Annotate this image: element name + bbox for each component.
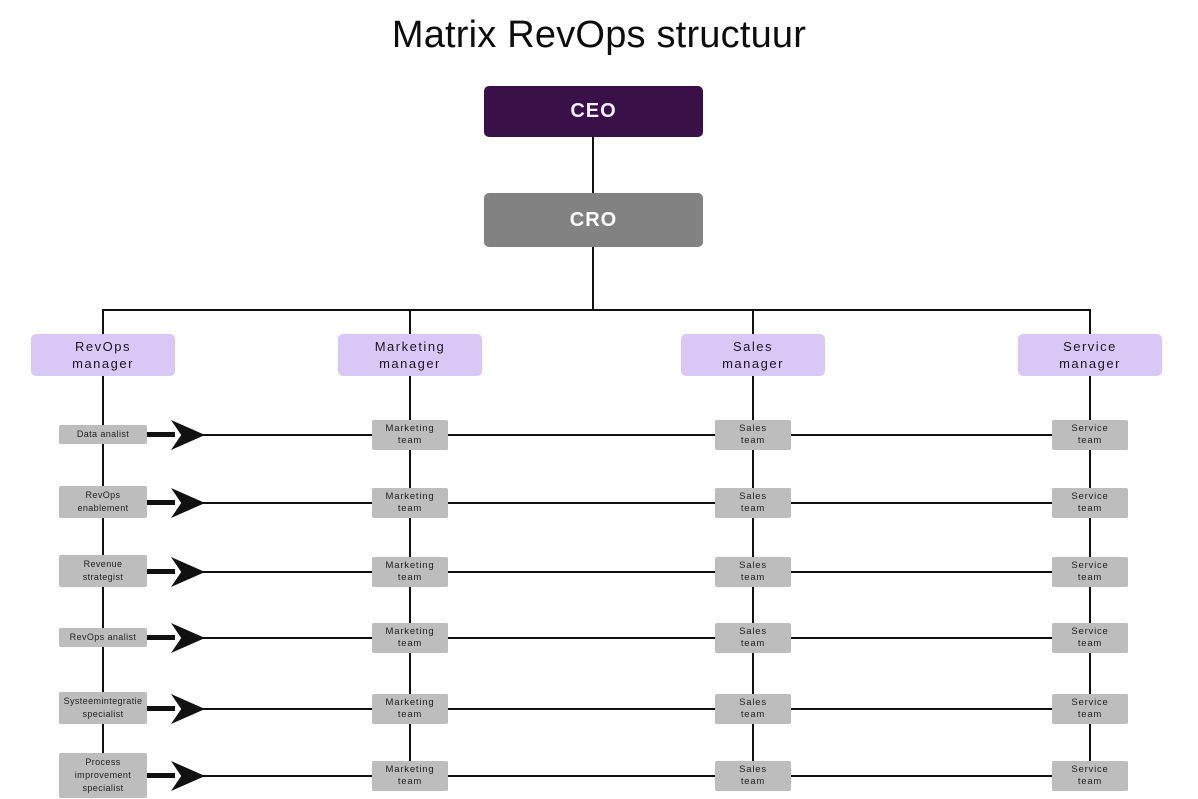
arrow-head-icon xyxy=(171,488,205,518)
team-box: Sales team xyxy=(715,623,791,653)
team-box: Service team xyxy=(1052,420,1128,450)
team-box: Marketing team xyxy=(372,557,448,587)
stub-sales-manager xyxy=(752,309,754,334)
manager-box-sales: Sales manager xyxy=(681,334,825,376)
connector-ceo-cro xyxy=(592,137,594,193)
ceo-box: CEO xyxy=(484,86,703,137)
arrow-head-icon xyxy=(171,694,205,724)
role-box: RevOps analist xyxy=(59,627,147,647)
role-box: Process improvement specialist xyxy=(59,752,147,798)
team-box: Sales team xyxy=(715,761,791,791)
team-box: Sales team xyxy=(715,694,791,724)
arrow-head-icon xyxy=(171,557,205,587)
team-box: Service team xyxy=(1052,694,1128,724)
team-box: Service team xyxy=(1052,761,1128,791)
page-title: Matrix RevOps structuur xyxy=(391,14,807,56)
role-box: Revenue strategist xyxy=(59,555,147,587)
manager-box-service: Service manager xyxy=(1018,334,1162,376)
role-box: Systeemintegratie specialist xyxy=(59,692,147,724)
manager-box-marketing: Marketing manager xyxy=(338,334,482,376)
arrow-head-icon xyxy=(171,623,205,653)
row-line xyxy=(200,571,1052,573)
team-box: Service team xyxy=(1052,488,1128,518)
team-box: Marketing team xyxy=(372,488,448,518)
row-line xyxy=(200,775,1052,777)
row-line xyxy=(200,502,1052,504)
team-box: Marketing team xyxy=(372,761,448,791)
arrow-shaft xyxy=(145,706,175,711)
stub-revops-manager xyxy=(102,309,104,334)
team-box: Service team xyxy=(1052,557,1128,587)
team-box: Marketing team xyxy=(372,623,448,653)
team-box: Sales team xyxy=(715,420,791,450)
row-line xyxy=(200,708,1052,710)
row-line xyxy=(200,434,1052,436)
stub-marketing-manager xyxy=(409,309,411,334)
role-box: Data analist xyxy=(59,424,147,444)
arrow-head-icon xyxy=(171,420,205,450)
arrow-shaft xyxy=(145,500,175,505)
branch-line xyxy=(102,309,1091,311)
team-box: Service team xyxy=(1052,623,1128,653)
arrow-shaft xyxy=(145,432,175,437)
stub-service-manager xyxy=(1089,309,1091,334)
arrow-head-icon xyxy=(171,761,205,791)
manager-box-revops: RevOps manager xyxy=(31,334,175,376)
connector-cro-branch xyxy=(592,247,594,309)
arrow-shaft xyxy=(145,773,175,778)
team-box: Sales team xyxy=(715,557,791,587)
role-box: RevOps enablement xyxy=(59,486,147,518)
team-box: Marketing team xyxy=(372,420,448,450)
team-box: Sales team xyxy=(715,488,791,518)
arrow-shaft xyxy=(145,569,175,574)
arrow-shaft xyxy=(145,635,175,640)
row-line xyxy=(200,637,1052,639)
team-box: Marketing team xyxy=(372,694,448,724)
cro-box: CRO xyxy=(484,193,703,247)
